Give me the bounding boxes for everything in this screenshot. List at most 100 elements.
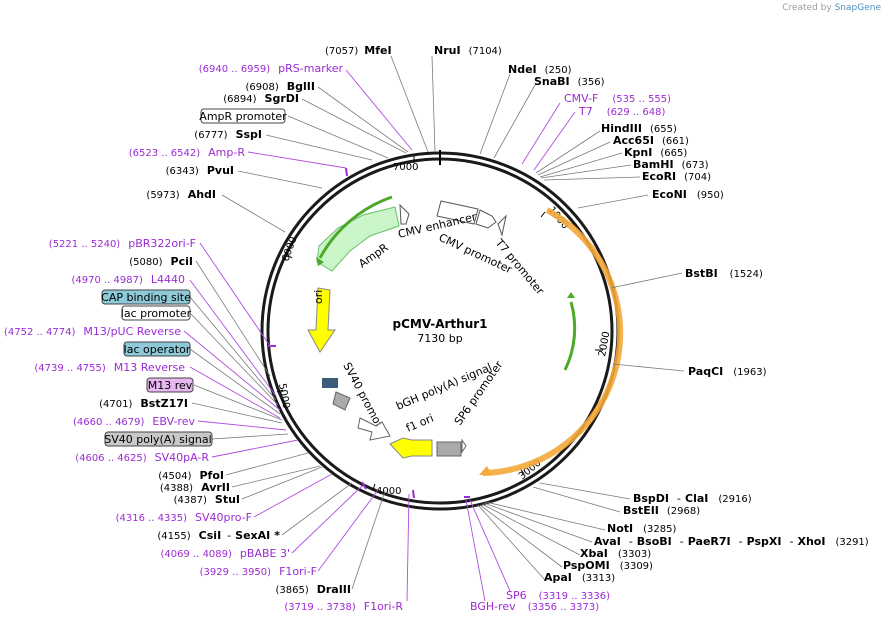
- leader-bamhi: [540, 164, 632, 179]
- ampr-orf-arc: [318, 195, 393, 259]
- lac-promoter-badge: [121, 305, 191, 321]
- tick-label-5000: 5000: [276, 383, 291, 410]
- sv40-polya-badge: [104, 431, 213, 447]
- leader-avai: [483, 502, 593, 543]
- leader-f1orif: [317, 489, 379, 572]
- leader-bghrev: [465, 499, 486, 602]
- sv40-polya-block: [322, 378, 338, 388]
- leader-pbabe: [291, 485, 363, 554]
- leader-avrii: [231, 465, 321, 488]
- leader-cmvf: [521, 102, 561, 165]
- ampr-orf-arrowhead: [316, 257, 324, 266]
- site-mfei: (7057)MfeI: [325, 44, 392, 57]
- orf-arrowhead: [479, 466, 492, 475]
- leader-ecori: [543, 176, 641, 181]
- tick-label-4000: 4000: [376, 486, 401, 497]
- plasmid-size: 7130 bp: [417, 332, 462, 345]
- site-econi: EcoNI(950): [652, 188, 724, 201]
- site-xbai: XbaI(3303): [580, 547, 651, 560]
- leader-pvui: [237, 170, 323, 189]
- leader-ampr-primer: [247, 151, 347, 169]
- leader-hindiii: [535, 130, 601, 174]
- leader-amprprom: [287, 115, 389, 159]
- sv40-promoter-feature: [357, 417, 391, 441]
- site-ndei: NdeI(250): [508, 63, 572, 76]
- leader-pcii: [195, 260, 271, 377]
- leader-sspi: [265, 134, 373, 161]
- site-bamhi: BamHI(673): [633, 158, 709, 171]
- leader-lacop: [189, 348, 281, 415]
- leader-noti: [485, 501, 606, 531]
- primer-marks: [268, 167, 470, 499]
- lac-promoter-label: lac promoter: [121, 307, 192, 320]
- site-hindiii: HindIII(655): [601, 122, 677, 135]
- leader-f1orir: [406, 493, 410, 602]
- leader-m13rev-primer: [189, 366, 281, 419]
- sp6-promoter-feature: [461, 438, 467, 454]
- cmv-promoter-feature: [475, 209, 497, 229]
- site-sspi: (6777)SspI: [194, 128, 262, 141]
- ampr-promoter-feature: [399, 203, 410, 225]
- snapgene-logo: SnapGene: [834, 3, 881, 13]
- leader-apai: [477, 504, 546, 581]
- tick-4000: [372, 483, 376, 491]
- leader-lacprom: [189, 312, 279, 406]
- leader-xbai: [481, 503, 581, 556]
- site-paqci: PaqCI(1963): [688, 365, 767, 378]
- site-pspomi: PspOMI(3309): [563, 559, 653, 572]
- leader-nrui: [431, 55, 436, 153]
- primer-t7: T7(629 .. 648): [578, 105, 666, 118]
- tick-1000: [540, 211, 546, 218]
- primer-m13puc: (4752 .. 4774)M13/pUC Reverse: [4, 325, 181, 338]
- m13-rev-badge: [146, 377, 194, 393]
- primer-l4440: (4970 .. 4987)L4440: [71, 273, 185, 286]
- site-stui: (4387)StuI: [174, 493, 240, 506]
- site-noti: NotI(3285): [607, 522, 676, 535]
- leader-bglii: [317, 86, 409, 153]
- cap-binding-site-label: CAP binding site: [101, 291, 191, 304]
- leader-paqci: [612, 363, 685, 372]
- inner-arc-arrowhead: [567, 292, 575, 298]
- site-bsteii: BstEII(2968): [623, 504, 700, 517]
- credit-prefix: Created by: [782, 3, 832, 13]
- primer-sv40prof: (4316 .. 4335)SV40pro-F: [116, 511, 252, 524]
- site-acc65i: Acc65I(661): [613, 134, 689, 147]
- site-ecori: EcoRI(704): [642, 170, 711, 183]
- site-pvui: (6343)PvuI: [166, 164, 234, 177]
- ori-label: ori: [312, 290, 325, 304]
- leader-bspdi: [539, 482, 631, 500]
- amprpromoter-label: AmpR promoter: [199, 110, 287, 123]
- primer-mark-ampr: [345, 167, 348, 177]
- leader-bsteii: [532, 486, 621, 513]
- leader-m13puc: [183, 330, 281, 411]
- leader-snabi: [493, 84, 536, 159]
- primer-f1orif: (3929 .. 3950)F1ori-F: [200, 565, 317, 578]
- site-snabi: SnaBI(356): [534, 75, 605, 88]
- site-bstbi: BstBI(1524): [685, 267, 763, 280]
- primer-ampr: (6523 .. 6542)Amp-R: [129, 146, 246, 159]
- leader-bstz17i: [191, 402, 283, 424]
- site-bstz17i: (4701)BstZ17I: [99, 397, 188, 410]
- f1-ori-label: f1 ori: [404, 412, 435, 435]
- leader-sv40polya: [211, 433, 289, 440]
- leader-draiii: [351, 490, 386, 590]
- cmv-enhancer-feature: [436, 200, 479, 225]
- sv40-ori-block: [332, 391, 351, 411]
- leader-acc65i: [537, 141, 611, 176]
- leader-econi: [577, 194, 649, 209]
- leader-csii: [281, 482, 353, 536]
- primer-mark-f1: [412, 489, 415, 499]
- cap-binding-site-badge: [101, 289, 191, 305]
- leader-sv40prof: [253, 473, 333, 518]
- site-ahdi: (5973)AhdI: [146, 188, 216, 201]
- leader-pfoi: [225, 452, 309, 476]
- site-bspdi-clai: BspDI-ClaI(2916): [633, 492, 752, 505]
- leader-l4440: [189, 279, 277, 397]
- leader-prsmarker: [345, 69, 413, 151]
- leader-sv40pa: [211, 439, 299, 458]
- tick-5000: [276, 389, 284, 393]
- tick-6000: [285, 253, 293, 259]
- primer-sp6: SP6(3319 .. 3336): [506, 589, 610, 602]
- leader-kpni: [539, 152, 623, 178]
- primer-sv40pa: (4606 .. 4625)SV40pA-R: [75, 451, 209, 464]
